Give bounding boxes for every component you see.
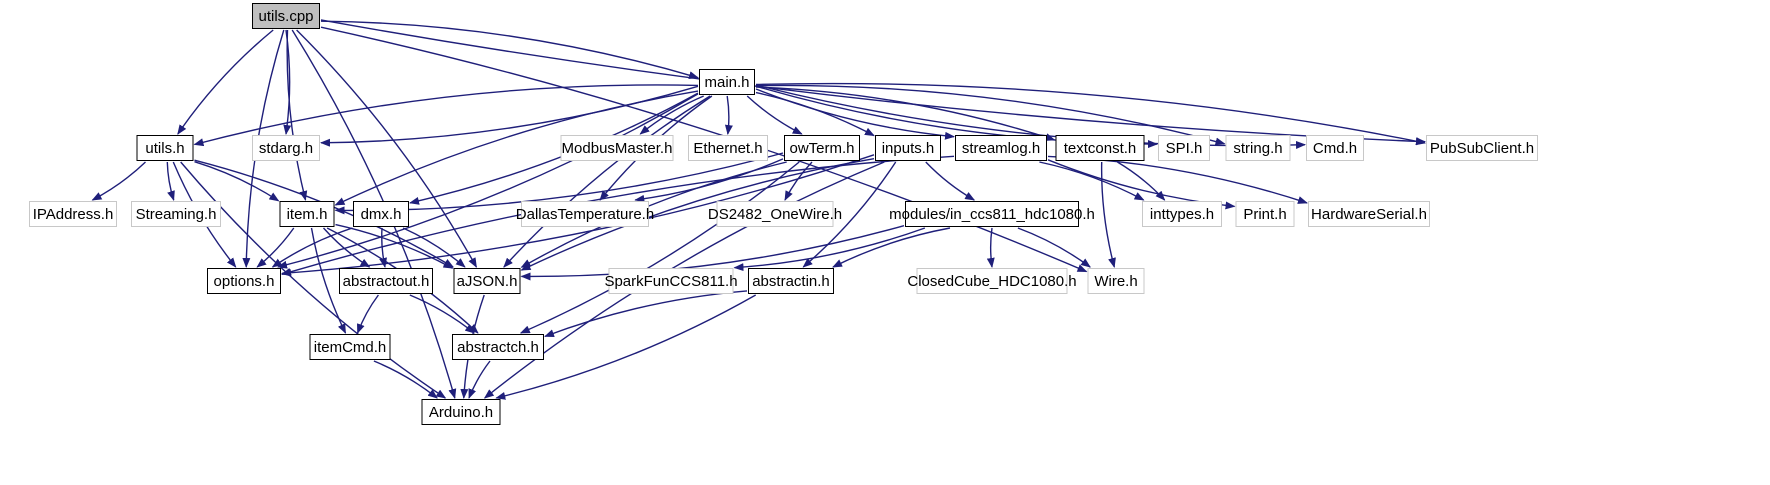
- node-label: inttypes.h: [1149, 205, 1215, 223]
- node-string-h[interactable]: string.h: [1225, 135, 1291, 161]
- node-print-h[interactable]: Print.h: [1235, 201, 1295, 227]
- node-main-h[interactable]: main.h: [699, 69, 755, 95]
- node-label: ClosedCube_HDC1080.h: [907, 272, 1077, 290]
- node-label: SparkFunCCS811.h: [604, 272, 738, 290]
- node-abstractout-h[interactable]: abstractout.h: [339, 268, 433, 294]
- node-label: owTerm.h: [789, 139, 855, 157]
- node-label: abstractch.h: [457, 338, 539, 356]
- node-label: DS2482_OneWire.h: [707, 205, 843, 223]
- node-itemcmd-h[interactable]: itemCmd.h: [309, 334, 391, 360]
- node-label: HardwareSerial.h: [1311, 205, 1427, 223]
- node-label: DallasTemperature.h: [515, 205, 655, 223]
- node-dmx-h[interactable]: dmx.h: [353, 201, 409, 227]
- node-owterm-h[interactable]: owTerm.h: [784, 135, 860, 161]
- node-label: stdarg.h: [258, 139, 314, 157]
- node-streaming-h[interactable]: Streaming.h: [131, 201, 221, 227]
- node-label: ModbusMaster.h: [561, 139, 673, 157]
- node-label: utils.cpp: [258, 7, 314, 25]
- node-label: streamlog.h: [961, 139, 1041, 157]
- node-label: Ethernet.h: [693, 139, 763, 157]
- node-abstractin-h[interactable]: abstractin.h: [748, 268, 834, 294]
- node-label: SPI.h: [1165, 139, 1203, 157]
- node-sparkfun-h[interactable]: SparkFunCCS811.h: [604, 268, 738, 294]
- node-wire-h[interactable]: Wire.h: [1087, 268, 1145, 294]
- node-inputs-h[interactable]: inputs.h: [875, 135, 941, 161]
- node-label: itemCmd.h: [313, 338, 387, 356]
- node-label: options.h: [213, 272, 275, 290]
- node-label: IPAddress.h: [32, 205, 114, 223]
- node-pubsubclient-h[interactable]: PubSubClient.h: [1426, 135, 1538, 161]
- node-streamlog-h[interactable]: streamlog.h: [955, 135, 1047, 161]
- node-dallastemp-h[interactable]: DallasTemperature.h: [516, 201, 654, 227]
- node-label: string.h: [1233, 139, 1283, 157]
- node-label: aJSON.h: [456, 272, 518, 290]
- node-ethernet-h[interactable]: Ethernet.h: [688, 135, 768, 161]
- node-closedcube-h[interactable]: ClosedCube_HDC1080.h: [907, 268, 1077, 294]
- node-hardwareserial-h[interactable]: HardwareSerial.h: [1308, 201, 1430, 227]
- node-modules-ccs811-h[interactable]: modules/in_ccs811_hdc1080.h: [889, 201, 1095, 227]
- node-label: Streaming.h: [135, 205, 217, 223]
- node-arduino-h[interactable]: Arduino.h: [421, 399, 501, 425]
- node-item-h[interactable]: item.h: [279, 201, 335, 227]
- node-label: modules/in_ccs811_hdc1080.h: [889, 205, 1095, 223]
- node-ajson-h[interactable]: aJSON.h: [453, 268, 521, 294]
- node-label: utils.h: [145, 139, 185, 157]
- node-label: abstractin.h: [752, 272, 830, 290]
- node-inttypes-h[interactable]: inttypes.h: [1142, 201, 1222, 227]
- node-abstractch-h[interactable]: abstractch.h: [452, 334, 544, 360]
- node-label: Wire.h: [1094, 272, 1138, 290]
- node-textconst-h[interactable]: textconst.h: [1055, 135, 1145, 161]
- node-spi-h[interactable]: SPI.h: [1158, 135, 1210, 161]
- node-label: main.h: [704, 73, 750, 91]
- node-utils-h[interactable]: utils.h: [136, 135, 194, 161]
- node-ipaddress-h[interactable]: IPAddress.h: [29, 201, 117, 227]
- node-label: item.h: [286, 205, 328, 223]
- node-label: textconst.h: [1063, 139, 1137, 157]
- node-label: inputs.h: [881, 139, 935, 157]
- node-label: abstractout.h: [342, 272, 430, 290]
- node-ds2482-h[interactable]: DS2482_OneWire.h: [708, 201, 842, 227]
- node-options-h[interactable]: options.h: [207, 268, 281, 294]
- node-label: Print.h: [1243, 205, 1287, 223]
- node-label: dmx.h: [360, 205, 402, 223]
- node-label: Cmd.h: [1312, 139, 1358, 157]
- node-cmd-h[interactable]: Cmd.h: [1306, 135, 1364, 161]
- node-modbusmaster-h[interactable]: ModbusMaster.h: [560, 135, 674, 161]
- node-stdarg-h[interactable]: stdarg.h: [252, 135, 320, 161]
- node-label: Arduino.h: [428, 403, 494, 421]
- node-utils-cpp[interactable]: utils.cpp: [252, 3, 320, 29]
- node-label: PubSubClient.h: [1429, 139, 1535, 157]
